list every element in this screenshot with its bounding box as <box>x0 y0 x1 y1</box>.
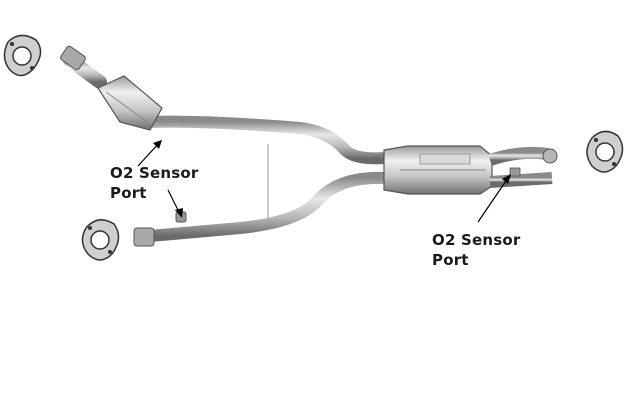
outlet-pipes <box>488 146 558 188</box>
arrow-right-sensor <box>477 174 511 223</box>
o2-sensor-port-label-right: O2 Sensor Port <box>432 230 521 270</box>
gasket-top-left <box>3 34 42 77</box>
upper-pipe <box>60 45 386 165</box>
gasket-bottom-left <box>81 219 120 261</box>
gasket-right <box>586 130 624 173</box>
arrow-left-sensor <box>137 140 183 218</box>
label-right-line1: O2 Sensor <box>432 231 521 249</box>
lower-pipe <box>133 171 386 247</box>
small-catalytic-converter <box>97 75 163 131</box>
o2-sensor-port-label-left: O2 Sensor Port <box>110 163 199 203</box>
label-left-line1: O2 Sensor <box>110 164 199 182</box>
label-left-line2: Port <box>110 184 147 202</box>
main-catalytic-converter <box>383 145 493 195</box>
label-right-line2: Port <box>432 251 469 269</box>
